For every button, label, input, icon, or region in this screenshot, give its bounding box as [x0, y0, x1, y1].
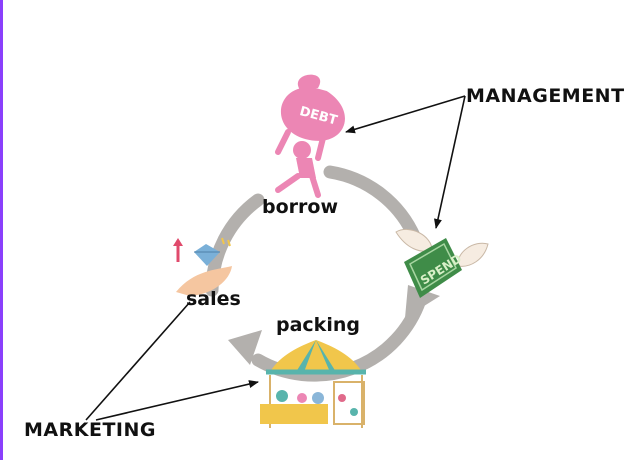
node-label-packing: packing [276, 314, 360, 336]
callout-marketing: MARKETING [24, 419, 156, 441]
market-stall-icon [260, 340, 366, 428]
marketing-to-sales-arrow [85, 301, 191, 421]
callout-arrows [85, 95, 466, 421]
management-to-spend-arrow [434, 95, 466, 229]
cycle-arrowhead-left [228, 330, 262, 365]
node-label-borrow: borrow [262, 196, 338, 218]
cycle-arc-top [323, 165, 422, 245]
cycle-arrowhead-right [405, 285, 440, 318]
left-frame-border [0, 0, 3, 460]
node-label-sales: sales [186, 288, 241, 310]
management-to-borrow-arrow [345, 95, 466, 134]
debt-bag-lifter-icon: DEBT [275, 74, 345, 198]
hand-diamond-icon [173, 237, 232, 296]
marketing-to-packing-arrow [95, 380, 259, 421]
callout-management: MANAGEMENT [466, 85, 625, 107]
winged-spend-money-icon: SPEND [395, 228, 489, 298]
